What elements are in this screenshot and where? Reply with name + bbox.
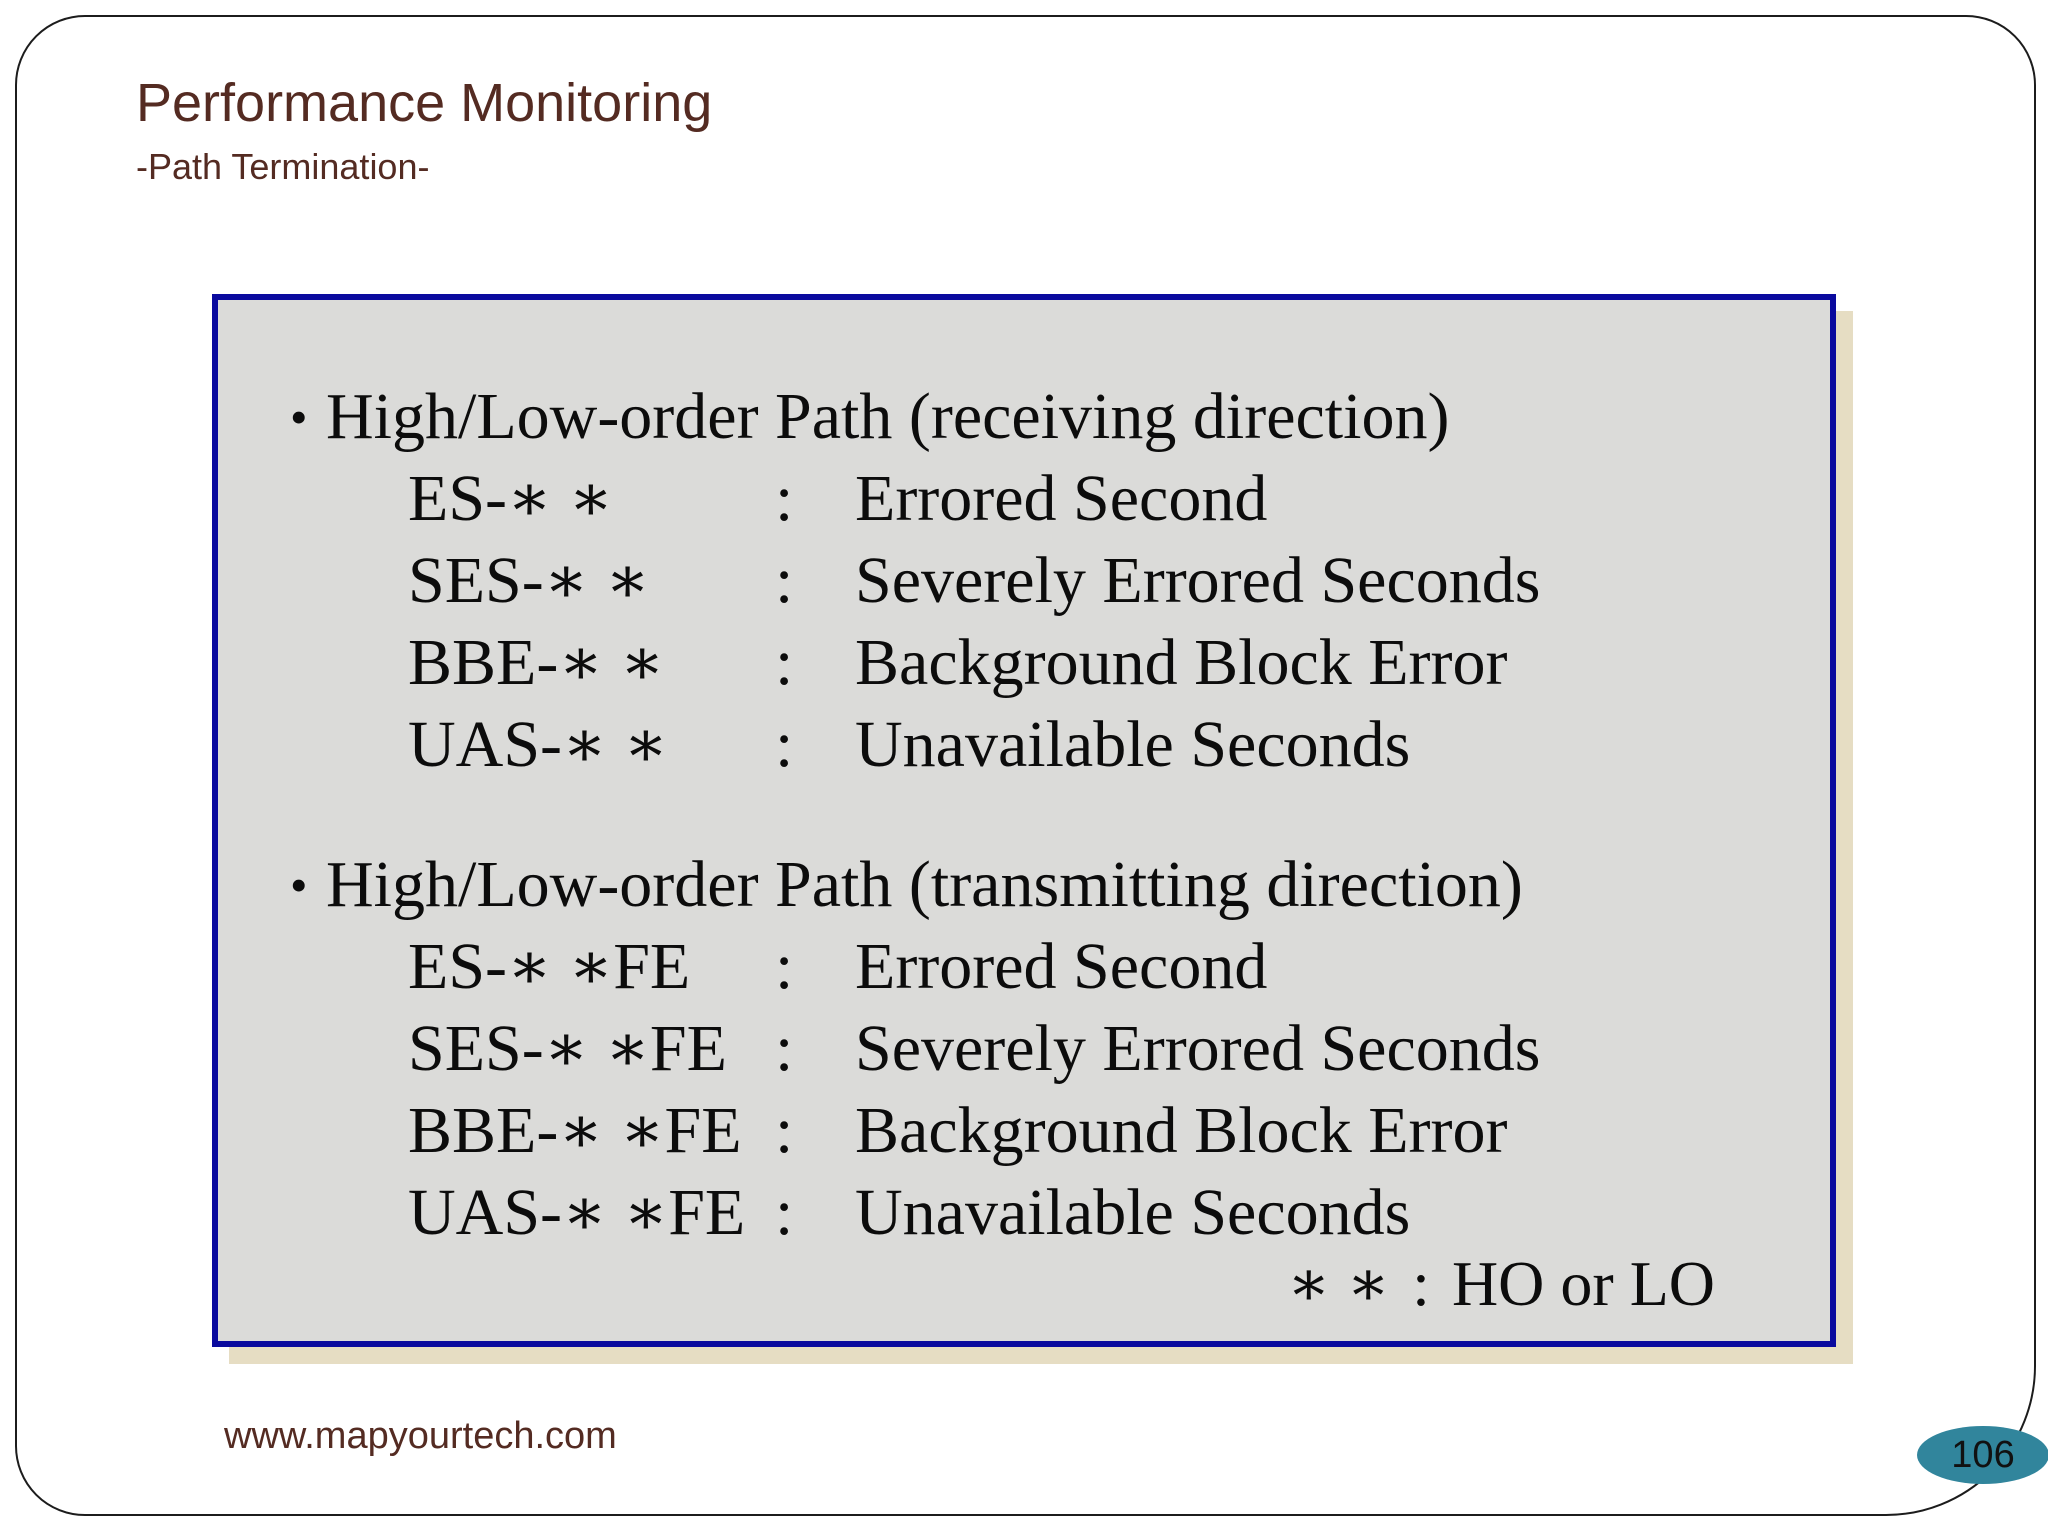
- term-definition: Unavailable Seconds: [855, 1176, 1411, 1249]
- definitions-panel-content: • High/Low-order Path (receiving directi…: [218, 376, 1830, 1417]
- definition-row: SES-∗ ∗FE : Severely Errored Seconds: [408, 1008, 1830, 1090]
- colon-separator: :: [1412, 1248, 1430, 1319]
- term-definition: Background Block Error: [855, 1094, 1508, 1167]
- colon-separator: :: [775, 930, 794, 1003]
- section-heading-receiving: • High/Low-order Path (receiving directi…: [290, 376, 1830, 458]
- footnote-text: HO or LO: [1451, 1248, 1715, 1319]
- term-label: ES-∗ ∗: [408, 462, 614, 535]
- colon-separator: :: [775, 1012, 794, 1085]
- definition-row: ES-∗ ∗ : Errored Second: [408, 458, 1830, 540]
- colon-separator: :: [775, 626, 794, 699]
- page-subtitle: -Path Termination-: [136, 146, 430, 187]
- term-definition: Errored Second: [855, 462, 1268, 535]
- colon-separator: :: [775, 1176, 794, 1249]
- definition-row: BBE-∗ ∗FE : Background Block Error: [408, 1090, 1830, 1172]
- colon-separator: :: [775, 1094, 794, 1167]
- definition-row: SES-∗ ∗ : Severely Errored Seconds: [408, 540, 1830, 622]
- term-label: BBE-∗ ∗: [408, 626, 665, 699]
- colon-separator: :: [775, 462, 794, 535]
- section-heading-transmitting: • High/Low-order Path (transmitting dire…: [290, 844, 1830, 926]
- definitions-panel: • High/Low-order Path (receiving directi…: [212, 294, 1836, 1347]
- term-definition: Errored Second: [855, 930, 1268, 1003]
- page-number: 106: [1951, 1433, 2015, 1476]
- term-definition: Unavailable Seconds: [855, 708, 1411, 781]
- definition-row: ES-∗ ∗FE : Errored Second: [408, 926, 1830, 1008]
- term-definition: Severely Errored Seconds: [855, 1012, 1541, 1085]
- bullet-icon: •: [290, 389, 308, 445]
- term-label: SES-∗ ∗: [408, 544, 650, 617]
- section-heading-text: High/Low-order Path (transmitting direct…: [326, 848, 1523, 921]
- term-label: ES-∗ ∗FE: [408, 930, 691, 1003]
- definition-row: UAS-∗ ∗FE : Unavailable Seconds: [408, 1172, 1830, 1254]
- asterisk-footnote: ∗ ∗ : HO or LO: [218, 1248, 1830, 1320]
- page-number-badge: 106: [1917, 1426, 2048, 1484]
- footnote-symbol: ∗ ∗: [1287, 1248, 1391, 1319]
- bullet-icon: •: [290, 857, 308, 913]
- colon-separator: :: [775, 708, 794, 781]
- section-heading-text: High/Low-order Path (receiving direction…: [326, 380, 1450, 453]
- term-label: UAS-∗ ∗FE: [408, 1176, 746, 1249]
- page-title: Performance Monitoring: [136, 73, 713, 133]
- term-label: BBE-∗ ∗FE: [408, 1094, 742, 1167]
- term-label: UAS-∗ ∗: [408, 708, 669, 781]
- footer-website-url: www.mapyourtech.com: [224, 1415, 617, 1457]
- definition-row: UAS-∗ ∗ : Unavailable Seconds: [408, 704, 1830, 786]
- term-definition: Severely Errored Seconds: [855, 544, 1541, 617]
- colon-separator: :: [775, 544, 794, 617]
- term-label: SES-∗ ∗FE: [408, 1012, 727, 1085]
- term-definition: Background Block Error: [855, 626, 1508, 699]
- definition-row: BBE-∗ ∗ : Background Block Error: [408, 622, 1830, 704]
